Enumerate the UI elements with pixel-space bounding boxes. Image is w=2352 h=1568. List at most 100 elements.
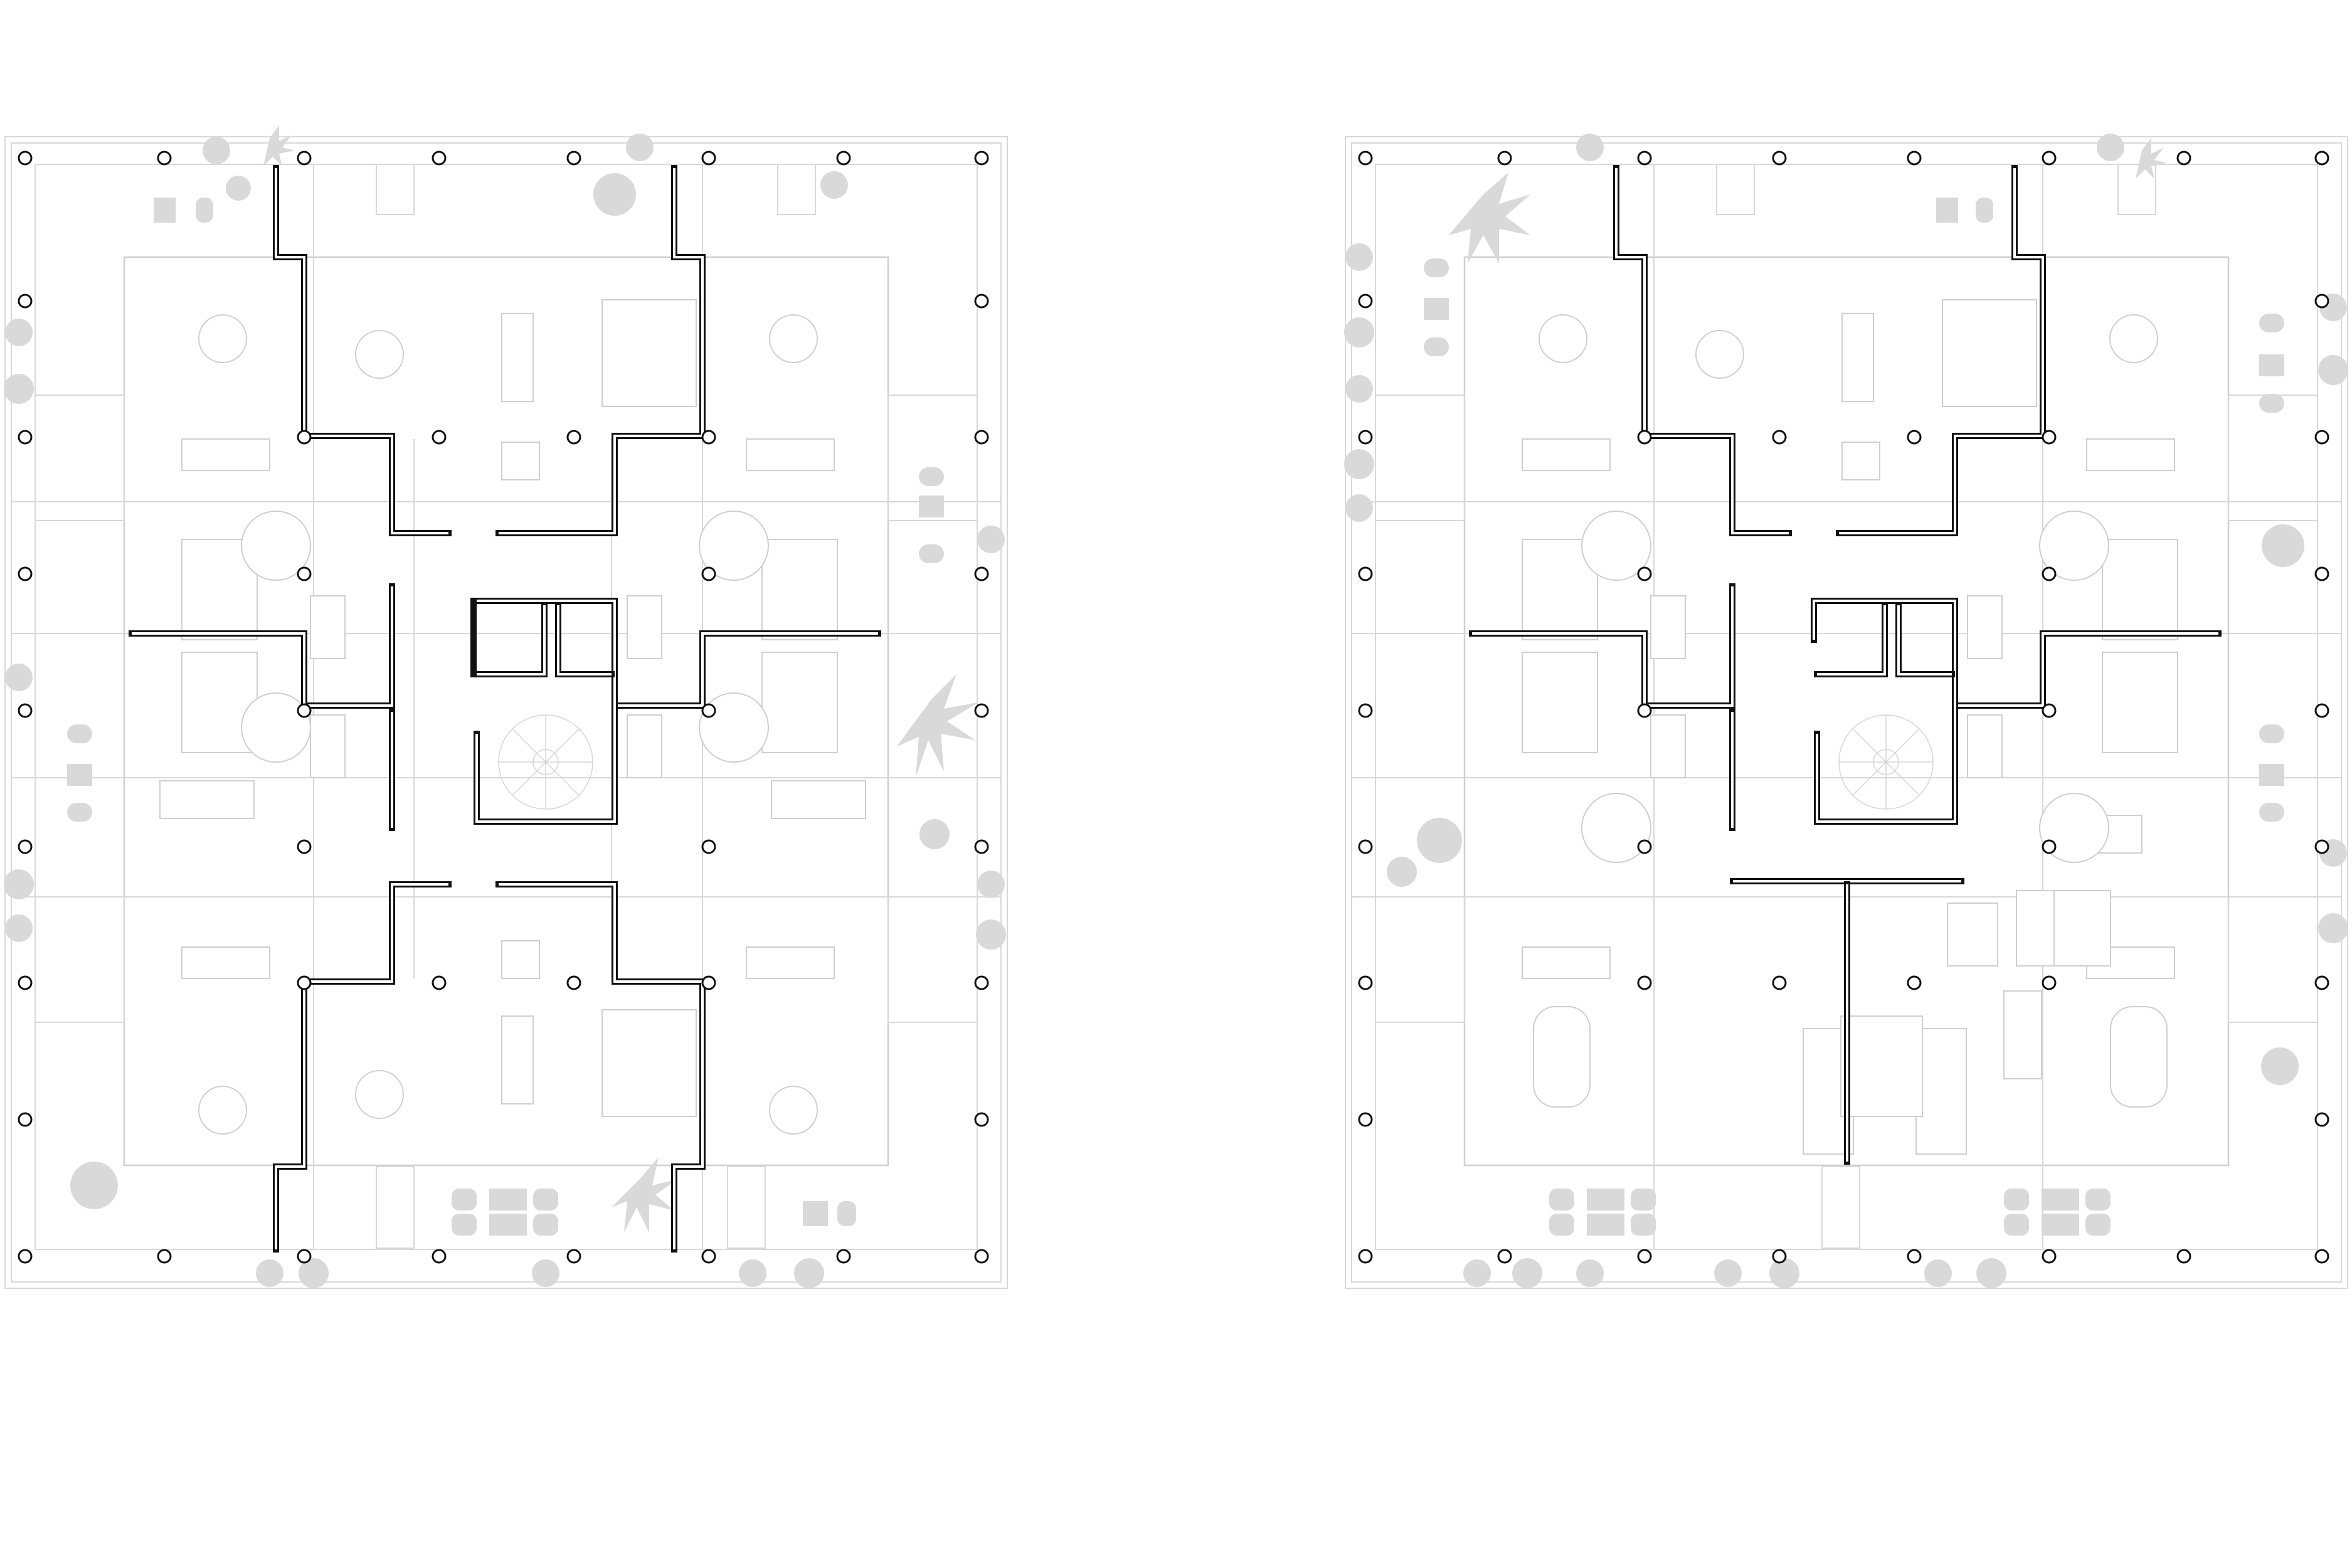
bench-icon <box>1716 164 1755 215</box>
shrub-icon <box>203 137 230 164</box>
bathroom-fixture <box>1650 595 1686 659</box>
column-icon <box>18 430 33 445</box>
shrub-icon <box>794 1258 824 1288</box>
column-icon <box>18 151 33 166</box>
bench-icon <box>2259 354 2284 376</box>
shrub-icon <box>919 819 950 849</box>
tree-icon <box>2261 1047 2299 1085</box>
bench-icon <box>67 764 92 786</box>
bed-icon <box>1840 1015 1923 1117</box>
column-icon <box>2042 703 2057 718</box>
bench-icon <box>1587 1189 1624 1210</box>
column-icon <box>1637 566 1652 581</box>
bench-icon <box>2004 1189 2029 1210</box>
sofa-icon <box>181 438 270 471</box>
column-icon <box>974 566 989 581</box>
shrub-icon <box>977 871 1005 898</box>
bathroom-fixture <box>627 595 662 659</box>
column-icon <box>1358 151 1373 166</box>
column-icon <box>701 430 716 445</box>
column-icon <box>157 1249 172 1264</box>
outdoor-furniture-group <box>67 198 944 1236</box>
column-icon <box>1497 151 1512 166</box>
bench-icon <box>1424 298 1449 320</box>
column-icon <box>2176 151 2191 166</box>
column-icon <box>18 1249 33 1264</box>
floor-plan-right <box>1176 0 2352 1568</box>
column-icon <box>18 839 33 854</box>
column-icon <box>1358 1112 1373 1127</box>
shrub-icon <box>5 664 33 691</box>
tree-icon <box>593 173 636 216</box>
sofa-icon <box>746 438 835 471</box>
bench-icon <box>2042 1214 2079 1236</box>
shrub-icon <box>1512 1258 1542 1288</box>
bench-icon <box>1821 1166 1860 1249</box>
shrub-icon <box>2318 913 2348 943</box>
column-icon <box>432 1249 447 1264</box>
column-icon <box>701 1249 716 1264</box>
bench-icon <box>919 544 944 563</box>
balcony <box>34 395 125 521</box>
bed-icon <box>1522 652 1598 753</box>
column-icon <box>1358 839 1373 854</box>
bathroom-fixture <box>2053 890 2111 967</box>
tree-icon <box>1417 818 1462 863</box>
vegetation-group <box>1344 134 2348 1288</box>
column-icon <box>1772 1249 1787 1264</box>
sofa-icon <box>1522 438 1611 471</box>
shrub-icon <box>1344 449 1374 479</box>
balcony <box>2228 896 2318 1023</box>
column-icon <box>157 151 172 166</box>
column-icon <box>701 703 716 718</box>
bathroom-fixture <box>501 442 540 480</box>
shrub-icon <box>1344 317 1374 347</box>
palm-icon <box>897 674 978 778</box>
bed-icon <box>601 299 697 407</box>
bathroom-fixture <box>1947 903 1998 967</box>
shrub-icon <box>5 914 33 942</box>
column-icon <box>1772 975 1787 990</box>
table-icon <box>1539 314 1587 363</box>
column-icon <box>974 294 989 309</box>
terrace-inner-outline <box>1351 142 2342 1283</box>
stair-core-wall <box>474 602 548 677</box>
column-icon <box>1907 430 1922 445</box>
column-icon <box>2314 430 2329 445</box>
column-icon <box>701 151 716 166</box>
column-icon <box>836 151 851 166</box>
bench-icon <box>2085 1214 2111 1236</box>
door-swing <box>1581 511 1651 581</box>
shrub-icon <box>256 1259 283 1287</box>
shrub-icon <box>1976 1258 2006 1288</box>
tree-icon <box>2262 524 2304 567</box>
column-icon <box>566 975 581 990</box>
bench-icon <box>154 198 176 223</box>
floor-plan-left <box>4 125 1008 1289</box>
shrub-icon <box>2097 134 2124 161</box>
shrub-icon <box>1345 243 1373 271</box>
bench-icon <box>1976 198 1993 223</box>
balcony <box>1375 395 1465 521</box>
shrub-icon <box>1769 1258 1799 1288</box>
column-icon <box>297 975 312 990</box>
sofa-icon <box>1522 946 1611 979</box>
column-icon <box>974 839 989 854</box>
bench-icon <box>67 803 92 822</box>
stair-icon <box>498 714 593 810</box>
column-icon <box>2314 1112 2329 1127</box>
column-icon <box>432 975 447 990</box>
column-icon <box>1358 294 1373 309</box>
sofa-icon <box>501 1015 534 1104</box>
column-icon <box>297 151 312 166</box>
table-icon <box>355 1070 404 1119</box>
column-icon <box>18 566 33 581</box>
sofa-icon <box>2086 438 2175 471</box>
bench-icon <box>1424 337 1449 356</box>
bench-icon <box>1631 1189 1656 1210</box>
table-icon <box>1533 1006 1591 1108</box>
floor-plan-left-svg <box>4 125 1008 1289</box>
bench-icon <box>919 495 944 517</box>
table-icon <box>198 314 247 363</box>
palm-icon <box>263 125 295 166</box>
